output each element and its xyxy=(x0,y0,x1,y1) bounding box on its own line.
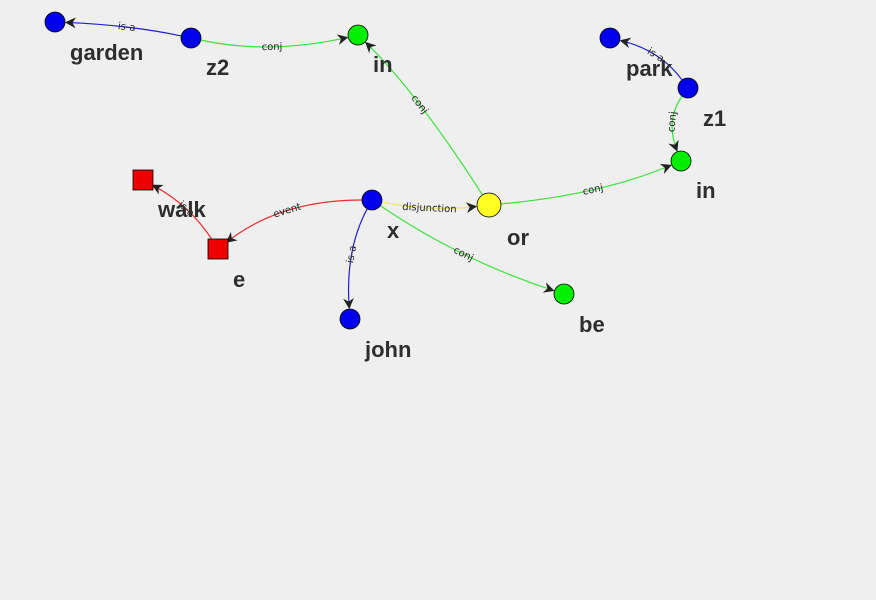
edge-x-john_t[interactable] xyxy=(343,208,368,310)
edge-z1-in2[interactable] xyxy=(668,95,683,152)
edge-or-in1[interactable] xyxy=(365,41,484,196)
edge-label-z2-garden_t: is-a xyxy=(117,21,136,34)
edge-e-walk_t[interactable] xyxy=(151,184,214,241)
node-label-john_t: john xyxy=(364,337,411,362)
edge-x-be[interactable] xyxy=(379,205,555,293)
node-x[interactable] xyxy=(361,189,383,211)
edge-label-z2-in1: conj xyxy=(262,42,283,53)
edge-label-x-e: event xyxy=(272,202,303,221)
node-in2[interactable] xyxy=(670,150,692,172)
edge-x-e[interactable] xyxy=(225,199,363,243)
node-label-be: be xyxy=(579,312,605,337)
node-z2[interactable] xyxy=(180,27,202,49)
edges-layer xyxy=(64,17,683,310)
node-label-walk_t: walk xyxy=(157,197,206,222)
edge-label-x-or: disjunction xyxy=(402,202,457,216)
edge-or-in2[interactable] xyxy=(500,164,672,205)
node-label-garden_t: garden xyxy=(70,40,143,65)
node-or[interactable] xyxy=(476,192,502,218)
edge-z2-in1[interactable] xyxy=(200,34,349,48)
node-park_t[interactable] xyxy=(599,27,621,49)
node-z1[interactable] xyxy=(677,77,699,99)
edge-z1-park_t[interactable] xyxy=(619,37,683,81)
node-john_t[interactable] xyxy=(339,308,361,330)
edge-label-x-be: conj xyxy=(452,245,475,264)
node-e[interactable] xyxy=(207,238,229,260)
node-label-or: or xyxy=(507,225,529,250)
edge-label-x-john_t: is-a xyxy=(345,245,359,264)
node-label-e: e xyxy=(233,267,245,292)
node-walk_t[interactable] xyxy=(132,169,154,191)
node-garden_t[interactable] xyxy=(44,11,66,33)
node-label-x: x xyxy=(387,218,400,243)
node-in1[interactable] xyxy=(347,24,369,46)
node-label-in1: in xyxy=(373,52,393,77)
node-label-z1: z1 xyxy=(703,106,726,131)
node-label-park_t: park xyxy=(626,56,673,81)
node-labels-layer: garden z2 in park z1 in walk e x or john be xyxy=(70,40,726,362)
node-be[interactable] xyxy=(553,283,575,305)
edge-x-or[interactable] xyxy=(381,201,478,214)
node-label-in2: in xyxy=(696,178,716,203)
edge-z2-garden_t[interactable] xyxy=(64,17,182,37)
nodes-layer xyxy=(44,11,699,330)
edge-label-z1-in2: conj xyxy=(666,111,679,133)
node-label-z2: z2 xyxy=(206,55,229,80)
edge-label-or-in2: conj xyxy=(582,183,605,198)
